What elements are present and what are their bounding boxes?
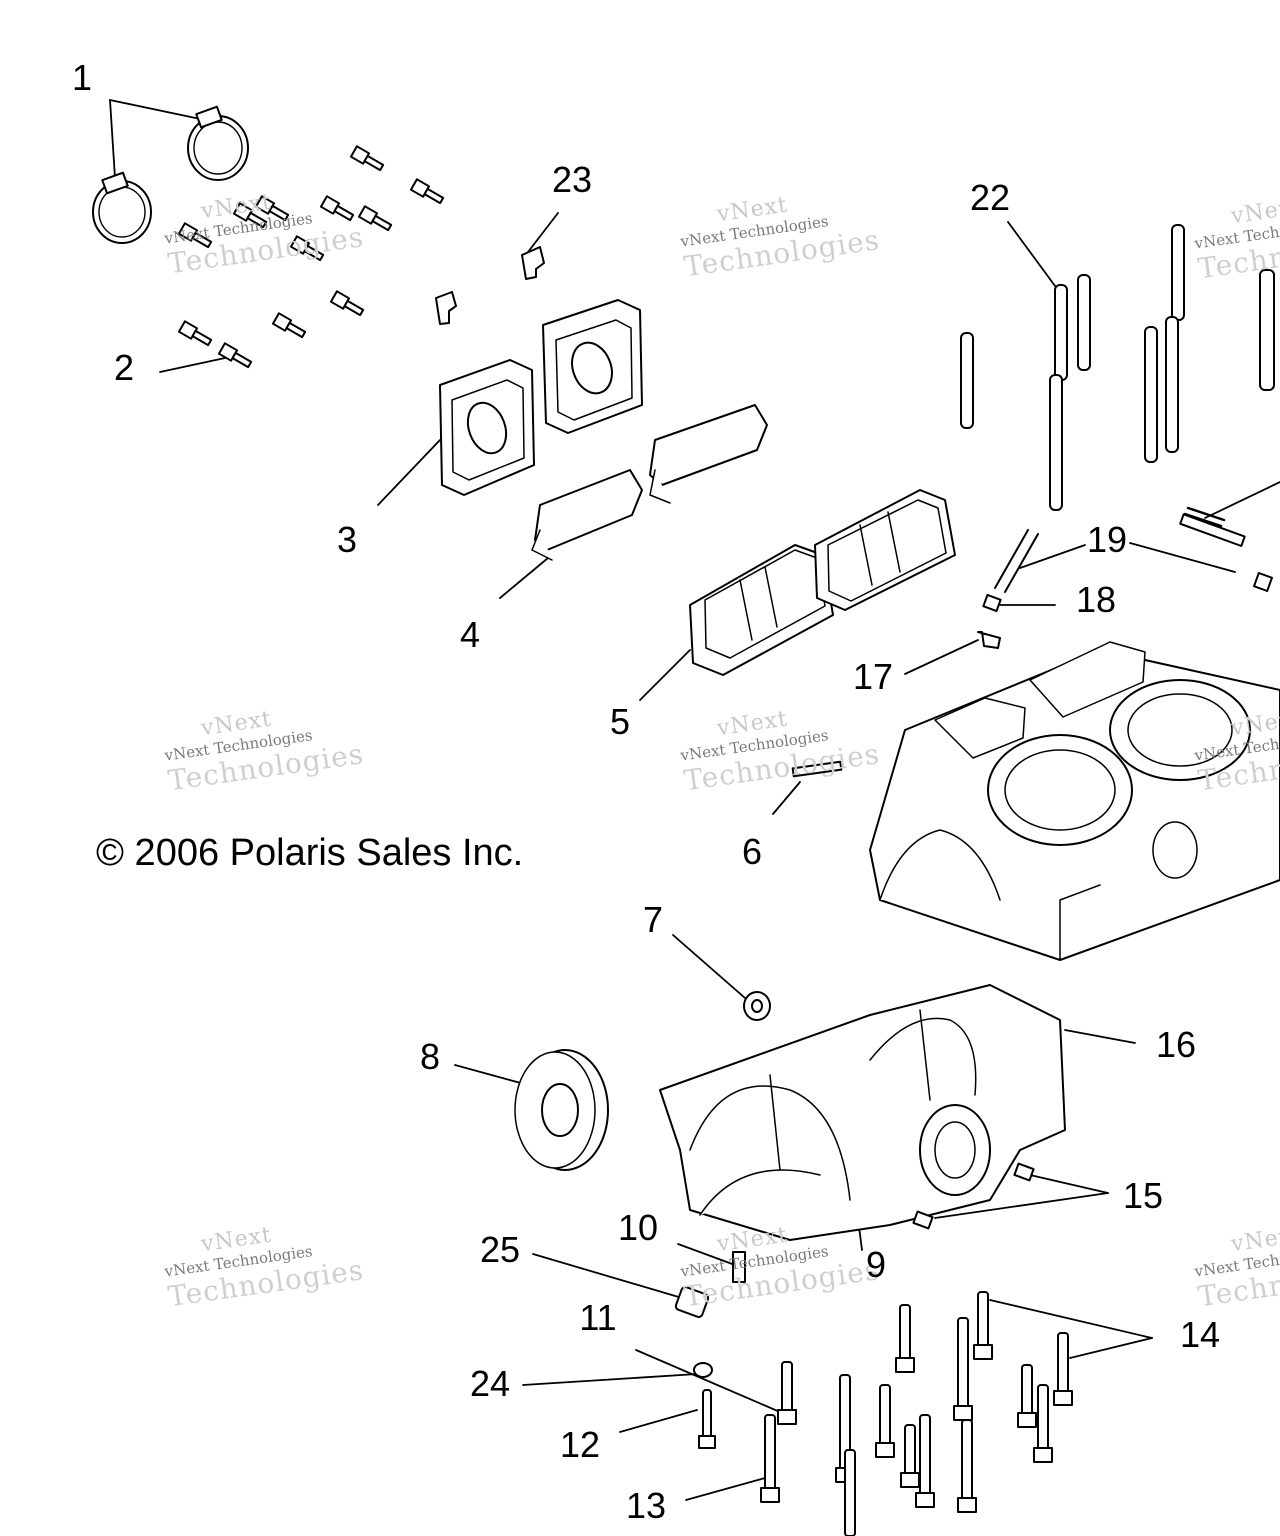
callout-25[interactable]: 25 xyxy=(479,1229,521,1270)
callout-1[interactable]: 1 xyxy=(71,57,93,98)
stud-part-6 xyxy=(791,760,843,778)
seal-part-8 xyxy=(514,1049,609,1171)
bolts-part-2 xyxy=(177,145,445,369)
adapter-flange-part-3 xyxy=(439,299,643,496)
bracket-part-23 xyxy=(435,246,545,325)
small-parts-10-24-25 xyxy=(674,1251,746,1378)
callout-12[interactable]: 12 xyxy=(559,1424,601,1465)
callout-3[interactable]: 3 xyxy=(336,519,358,560)
callout-8[interactable]: 8 xyxy=(419,1036,441,1077)
callout-10[interactable]: 10 xyxy=(617,1207,659,1248)
callout-16[interactable]: 16 xyxy=(1155,1024,1197,1065)
washer-part-7 xyxy=(743,991,771,1021)
callout-5[interactable]: 5 xyxy=(609,701,631,742)
fittings-part-17-18 xyxy=(977,593,1002,649)
reed-valve-part-5 xyxy=(689,489,956,676)
plugs-part-15 xyxy=(912,1162,1035,1230)
studs-part-22 xyxy=(960,224,1275,511)
callout-6[interactable]: 6 xyxy=(741,831,763,872)
hose-clamp-part-1 xyxy=(92,105,249,244)
callout-24[interactable]: 24 xyxy=(469,1363,511,1404)
callout-13[interactable]: 13 xyxy=(625,1485,667,1526)
callout-15[interactable]: 15 xyxy=(1122,1175,1164,1216)
spring-and-pin-part-19 xyxy=(994,506,1273,593)
upper-crankcase xyxy=(869,641,1280,961)
copyright-notice: © 2006 Polaris Sales Inc. xyxy=(96,832,524,874)
lower-crankcase-part-16 xyxy=(659,984,1066,1241)
callout-17[interactable]: 17 xyxy=(852,656,894,697)
callout-4[interactable]: 4 xyxy=(459,614,481,655)
callout-18[interactable]: 18 xyxy=(1075,579,1117,620)
callout-11[interactable]: 11 xyxy=(579,1297,617,1338)
callout-2[interactable]: 2 xyxy=(113,347,135,388)
callout-14[interactable]: 14 xyxy=(1179,1314,1221,1355)
callout-23[interactable]: 23 xyxy=(551,159,593,200)
callout-9[interactable]: 9 xyxy=(865,1244,887,1285)
callout-19[interactable]: 19 xyxy=(1086,519,1128,560)
spacer-part-4 xyxy=(531,404,768,561)
callout-7[interactable]: 7 xyxy=(642,899,664,940)
leader-lines xyxy=(109,99,1280,1501)
callout-22[interactable]: 22 xyxy=(969,177,1011,218)
crankcase-bolts-part-11-14 xyxy=(698,1291,1073,1536)
